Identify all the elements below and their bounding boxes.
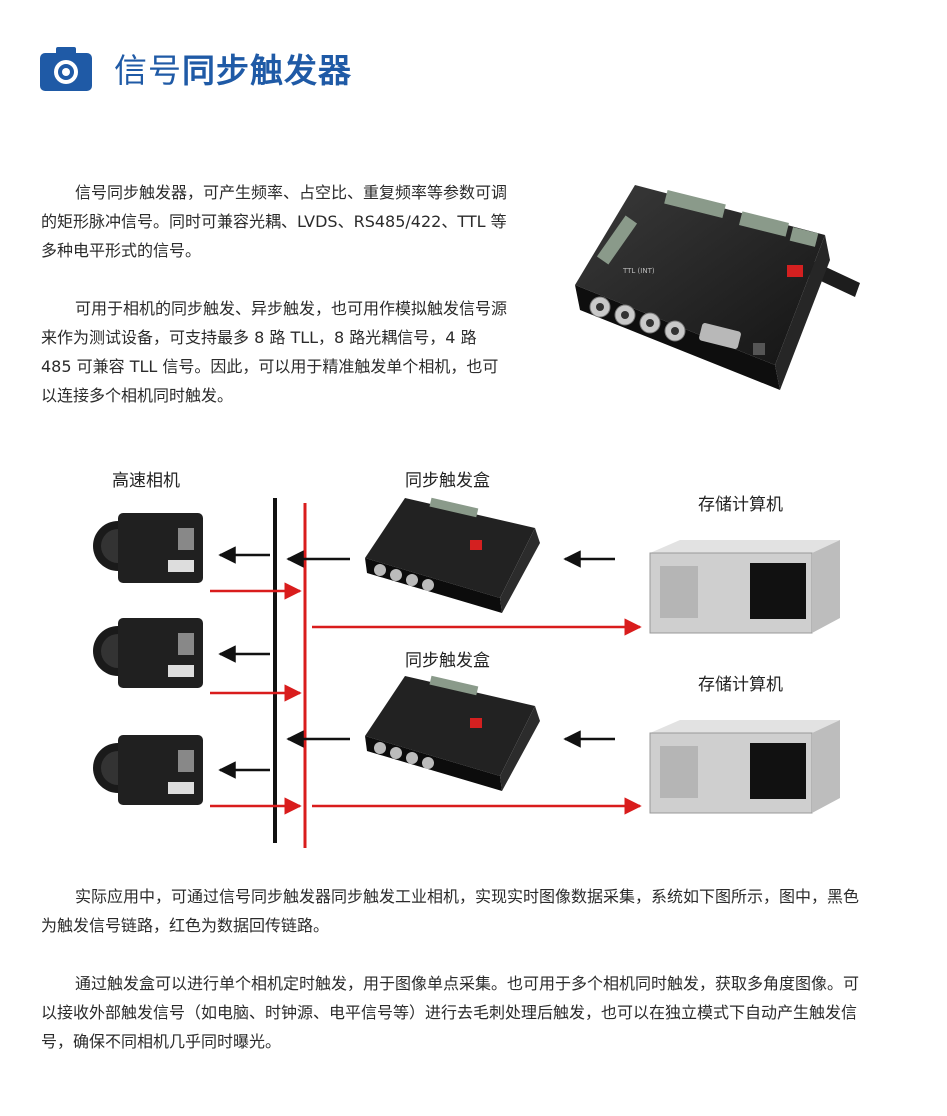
computer-label-2: 存储计算机 — [698, 675, 783, 695]
intro-paragraph-2: 可用于相机的同步触发、异步触发，也可用作模拟触发信号源来作为测试设备，可支持最多… — [41, 299, 508, 405]
computer-2 — [649, 720, 840, 814]
page-header: 信号同步触发器 — [40, 38, 352, 98]
trigger-box-2 — [365, 675, 540, 791]
camera-icon — [40, 47, 92, 91]
camera-label: 高速相机 — [112, 471, 180, 491]
intro-text: 信号同步触发器，可产生频率、占空比、重复频率等参数可调的矩形脉冲信号。同时可兼容… — [41, 178, 511, 439]
system-diagram: 高速相机 同步触发盒 存储计算机 同步触发盒 存储计算机 — [60, 458, 840, 858]
intro-paragraph-1: 信号同步触发器，可产生频率、占空比、重复频率等参数可调的矩形脉冲信号。同时可兼容… — [41, 183, 508, 260]
trigger-box-label-2: 同步触发盒 — [405, 651, 490, 671]
computer-label-1: 存储计算机 — [698, 495, 783, 515]
bottom-text: 实际应用中，可通过信号同步触发器同步触发工业相机，实现实时图像数据采集，系统如下… — [41, 882, 871, 1085]
camera-3 — [93, 735, 203, 805]
camera-2 — [93, 618, 203, 688]
computer-1 — [649, 540, 840, 634]
camera-1 — [93, 513, 203, 583]
bottom-paragraph-2: 通过触发盒可以进行单个相机定时触发，用于图像单点采集。也可用于多个相机同时触发，… — [41, 974, 860, 1051]
bottom-paragraph-1: 实际应用中，可通过信号同步触发器同步触发工业相机，实现实时图像数据采集，系统如下… — [41, 887, 860, 935]
page-title: 信号同步触发器 — [114, 51, 352, 90]
trigger-box-1 — [365, 497, 540, 613]
svg-text:TTL (INT): TTL (INT) — [622, 267, 655, 275]
trigger-device-photo: TTL (INT) — [575, 185, 860, 390]
diagram-lines — [93, 497, 840, 848]
trigger-box-label-1: 同步触发盒 — [405, 471, 490, 491]
